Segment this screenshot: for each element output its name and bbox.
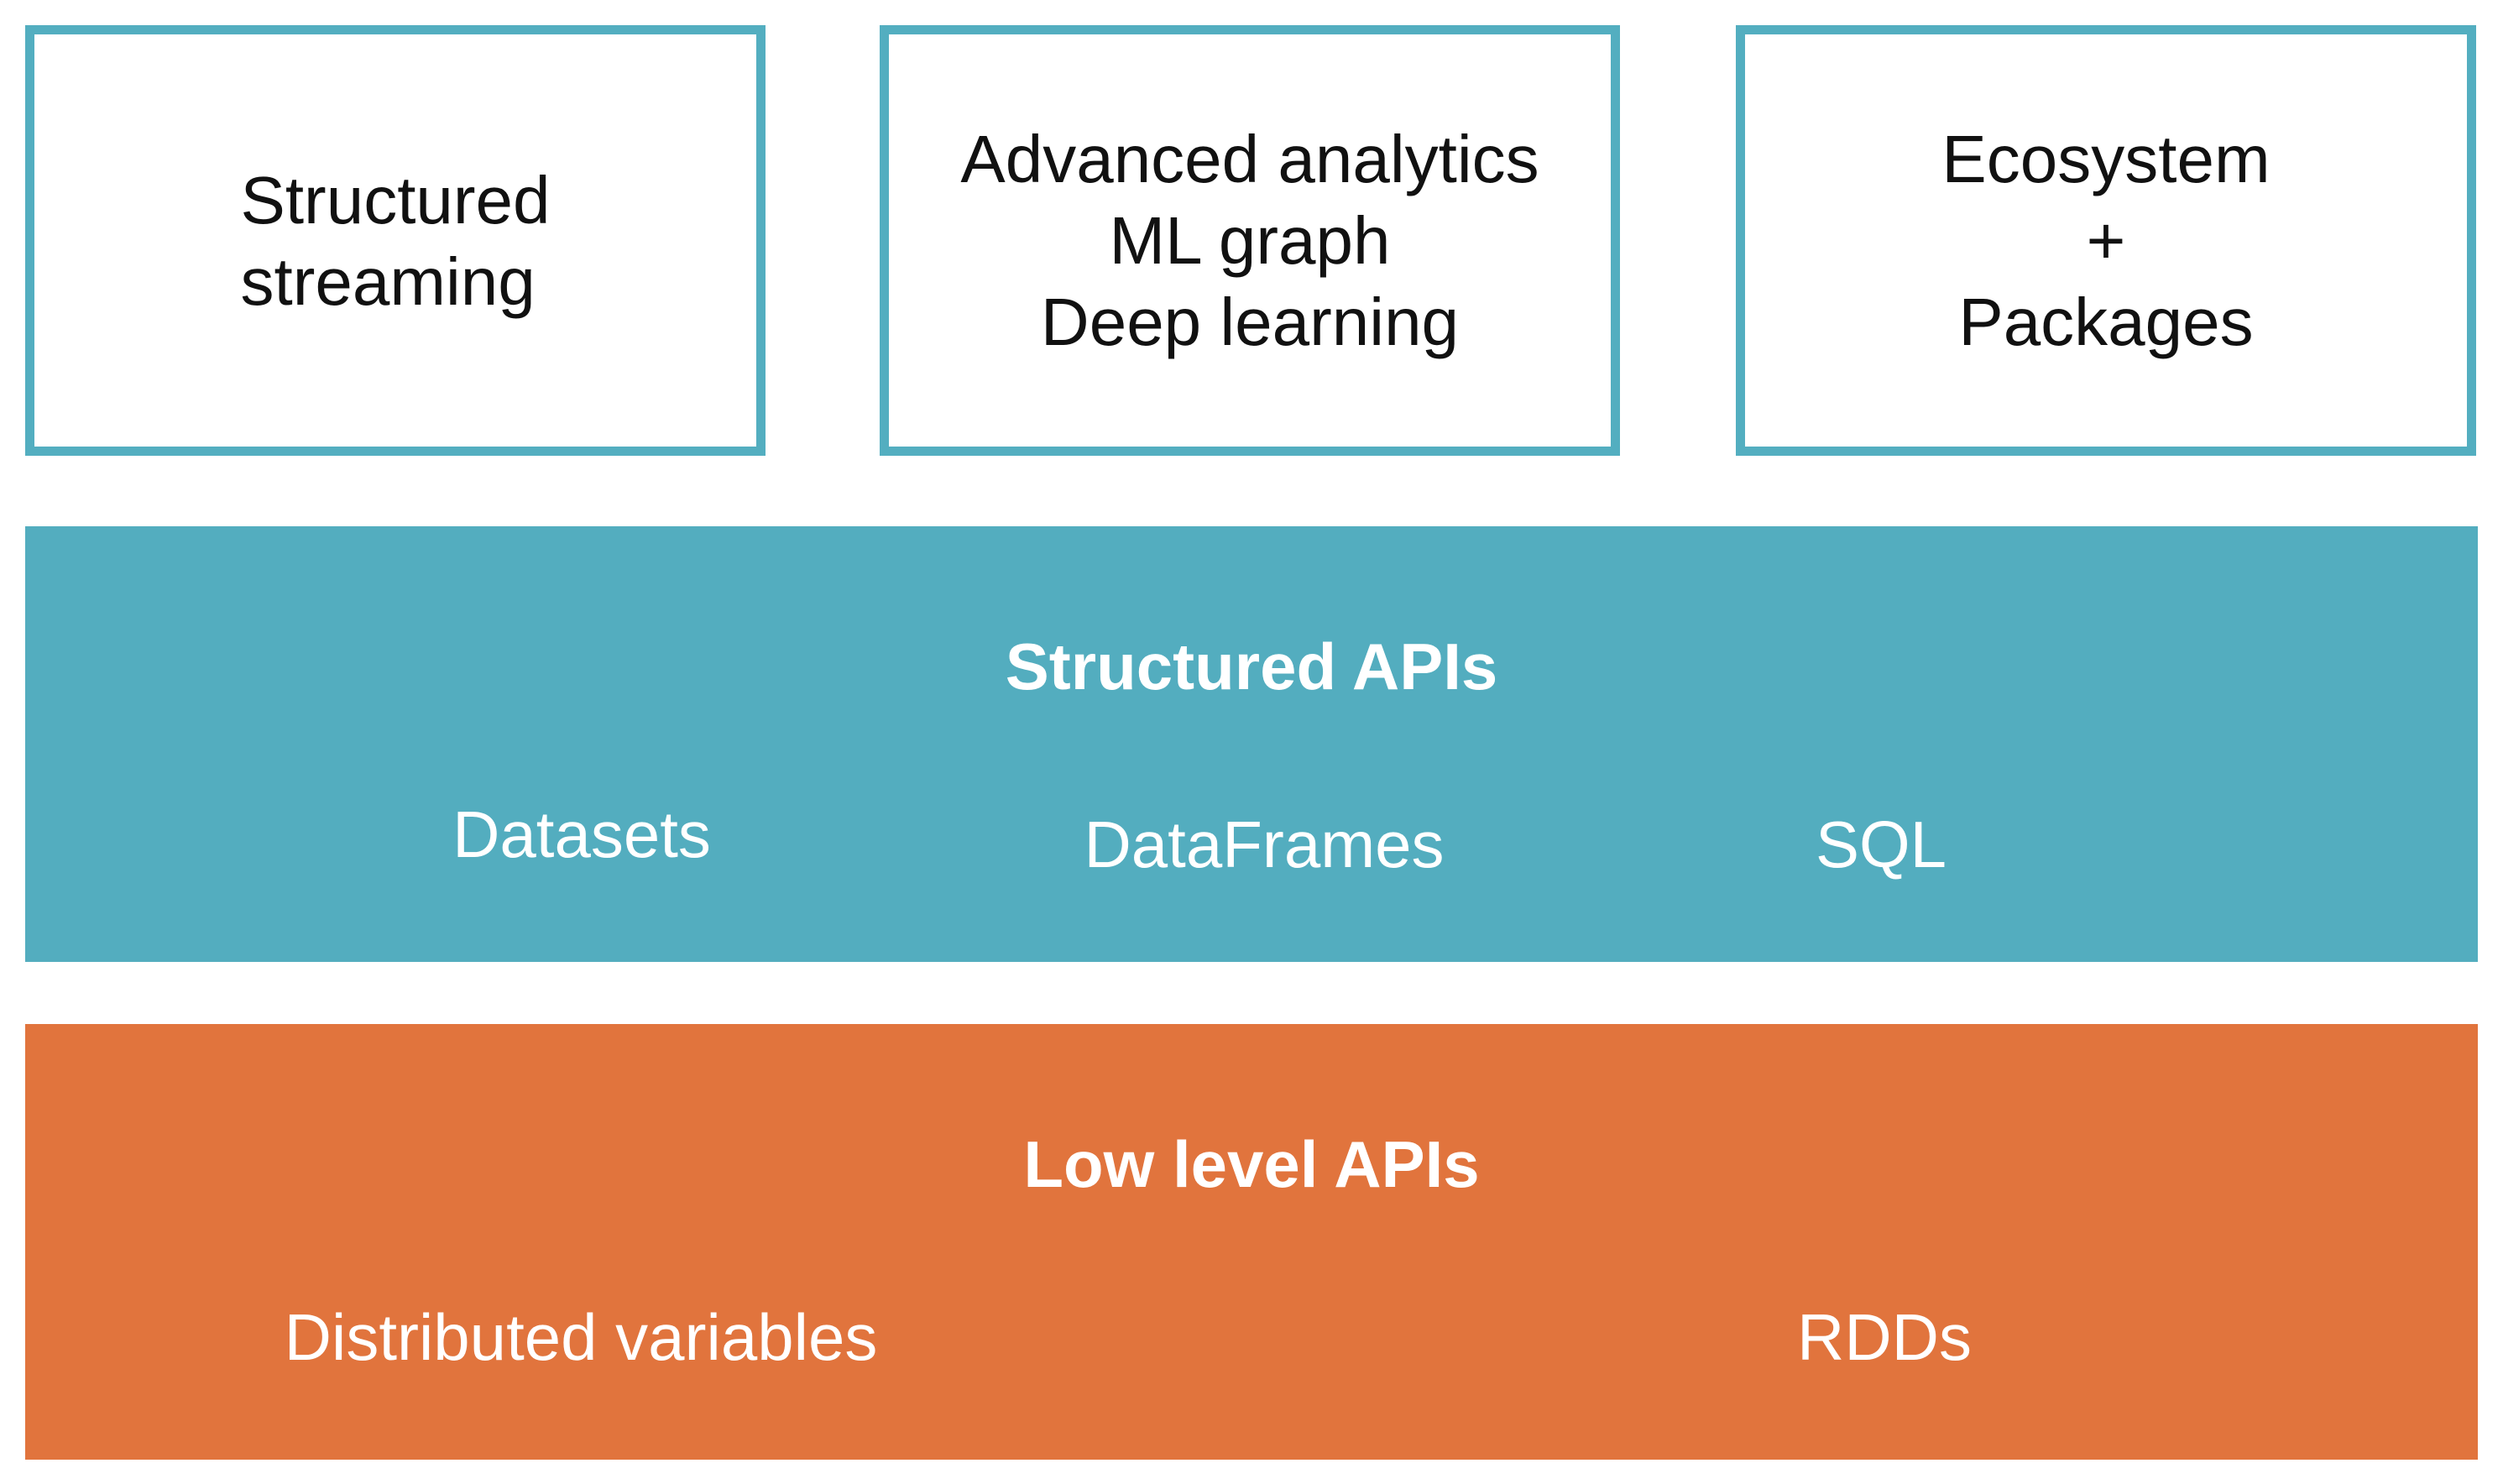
ecosystem-packages-text: Ecosystem + Packages bbox=[1941, 118, 2270, 363]
box-line: ML graph bbox=[1109, 203, 1391, 278]
rdds-label: RDDs bbox=[1797, 1300, 1972, 1374]
distributed-variables-label: Distributed variables bbox=[284, 1300, 878, 1374]
box-line: Structured bbox=[240, 162, 551, 238]
structured-apis-layer: Structured APIs Datasets DataFrames SQL bbox=[25, 526, 2478, 962]
ecosystem-packages-box: Ecosystem + Packages bbox=[1736, 25, 2476, 456]
box-line: Packages bbox=[1958, 285, 2254, 359]
structured-streaming-box: Structured streaming bbox=[25, 25, 766, 456]
box-line: Advanced analytics bbox=[960, 122, 1539, 196]
low-level-apis-layer: Low level APIs Distributed variables RDD… bbox=[25, 1024, 2478, 1460]
dataframes-label: DataFrames bbox=[1084, 807, 1445, 881]
structured-streaming-text: Structured streaming bbox=[240, 159, 550, 322]
advanced-analytics-text: Advanced analytics ML graph Deep learnin… bbox=[960, 118, 1539, 363]
sql-label: SQL bbox=[1815, 807, 1947, 881]
low-level-apis-title: Low level APIs bbox=[1023, 1127, 1480, 1201]
box-line: streaming bbox=[240, 243, 536, 319]
box-line: Ecosystem bbox=[1941, 122, 2270, 196]
advanced-analytics-box: Advanced analytics ML graph Deep learnin… bbox=[880, 25, 1620, 456]
datasets-label: Datasets bbox=[452, 797, 711, 871]
box-line: Deep learning bbox=[1040, 285, 1460, 359]
box-line: + bbox=[2086, 203, 2126, 278]
structured-apis-title: Structured APIs bbox=[1005, 630, 1498, 703]
